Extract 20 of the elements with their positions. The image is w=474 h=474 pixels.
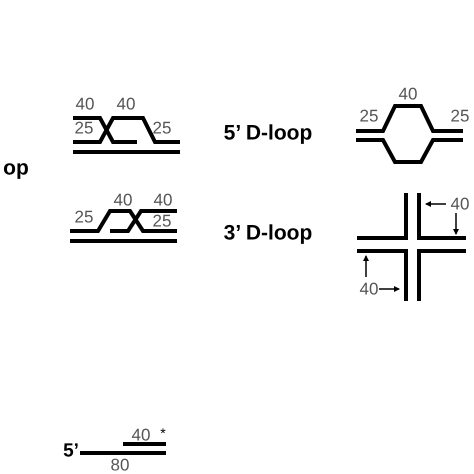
structure-label: 5’ D-loop [224, 122, 312, 144]
length-label: 25 [360, 108, 378, 124]
length-label: 40 [132, 426, 150, 444]
length-label: 25 [74, 208, 94, 226]
length-label: 40 [116, 96, 136, 112]
length-label: 40 [450, 196, 470, 212]
length-label: 40 [76, 96, 94, 112]
length-label: 40 [360, 280, 378, 298]
length-label: 40 [154, 192, 172, 208]
end-label: 5’ [63, 442, 79, 460]
length-label: 25 [74, 120, 94, 136]
label-mark: * [160, 426, 166, 440]
length-label: 25 [152, 212, 172, 230]
length-label: 40 [114, 192, 132, 208]
length-label: 80 [110, 456, 130, 474]
structure-label: 3’ D-loop [224, 222, 312, 244]
length-label: 25 [152, 120, 172, 136]
length-label: 40 [398, 86, 418, 102]
structure-label: op [3, 158, 29, 178]
length-label: 25 [450, 108, 470, 124]
